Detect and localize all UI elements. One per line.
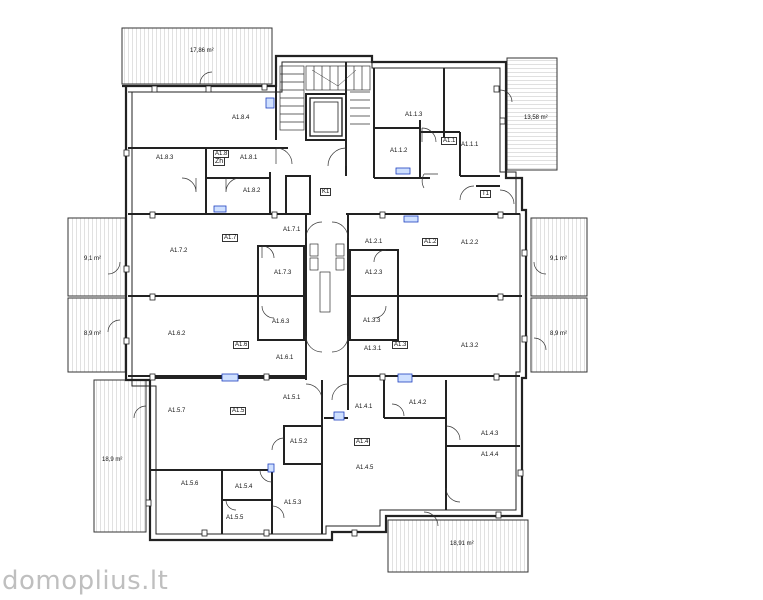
staircase: [279, 65, 371, 131]
room-label-a111: A1.1.1: [461, 142, 479, 148]
balcony-area-bottom: 18,91 m²: [450, 541, 474, 547]
room-label-a133: A1.3.3: [363, 318, 381, 324]
room-label-a153: A1.5.3: [284, 500, 302, 506]
room-label-a15-box: A1.5: [230, 407, 247, 415]
room-label-a112: A1.1.2: [390, 148, 408, 154]
room-label-a155: A1.5.5: [226, 515, 244, 521]
room-label-a152: A1.5.2: [290, 439, 308, 445]
balcony-left-upper: [67, 217, 127, 297]
room-label-a184: A1.8.4: [232, 115, 250, 121]
balcony-top-left: [121, 27, 273, 85]
balcony-area-top-right: 13,58 m²: [524, 115, 548, 121]
room-label-a123: A1.2.3: [365, 270, 383, 276]
balcony-area-top-left: 17,86 m²: [190, 48, 214, 54]
room-label-a122: A1.2.2: [461, 240, 479, 246]
balconies: [67, 27, 588, 573]
room-label-a163: A1.6.3: [272, 319, 290, 325]
utility-markers: [213, 97, 419, 473]
room-label-a173: A1.7.3: [274, 270, 292, 276]
outer-walls: [122, 54, 528, 542]
room-label-k1: K1: [320, 188, 332, 196]
room-label-a113: A1.1.3: [405, 112, 423, 118]
service-shafts: [309, 243, 345, 313]
room-label-a131: A1.3.1: [364, 346, 382, 352]
room-label-a144: A1.4.4: [481, 452, 499, 458]
room-label-a171: A1.7.1: [283, 227, 301, 233]
balcony-right-upper: [530, 217, 588, 297]
room-label-a172: A1.7.2: [170, 248, 188, 254]
room-label-a143: A1.4.3: [481, 431, 499, 437]
column-marks: [123, 83, 528, 537]
balcony-area-left-upper: 9,1 m²: [84, 256, 102, 262]
room-label-a162: A1.6.2: [168, 331, 186, 337]
balcony-bottom: [387, 519, 529, 573]
balcony-top-right: [506, 57, 558, 171]
door-swings: [107, 71, 547, 527]
room-label-a14-box: A1.4: [354, 438, 371, 446]
balcony-left-lower: [67, 297, 127, 373]
room-label-a11-box: A1.1: [441, 137, 458, 145]
room-label-a145: A1.4.5: [356, 465, 374, 471]
room-label-t1: T1: [480, 190, 492, 198]
room-label-a154: A1.5.4: [235, 484, 253, 490]
room-label-a132: A1.3.2: [461, 343, 479, 349]
room-label-a161: A1.6.1: [276, 355, 294, 361]
room-label-a16-box: A1.6: [233, 341, 250, 349]
room-label-a121: A1.2.1: [365, 239, 383, 245]
room-label-a141: A1.4.1: [355, 404, 373, 410]
elevator-shaft: [309, 97, 343, 137]
room-label-a151: A1.5.1: [283, 395, 301, 401]
room-label-a13-box: A1.3: [392, 341, 409, 349]
balcony-area-right-lower: 8,9 m²: [550, 331, 568, 337]
room-label-a182: A1.8.2: [243, 188, 261, 194]
balcony-area-right-upper: 9,1 m²: [550, 256, 568, 262]
room-label-a181: A1.8.1: [240, 155, 258, 161]
room-label-a157: A1.5.7: [168, 408, 186, 414]
room-label-a156: A1.5.6: [181, 481, 199, 487]
room-label-a17-box: A1.7: [222, 234, 239, 242]
room-label-a12-box: A1.2: [422, 238, 439, 246]
room-label-zh: Zh: [213, 157, 226, 166]
balcony-right-lower: [530, 297, 588, 373]
balcony-left-bottom: [93, 379, 147, 533]
watermark: domoplius.lt: [2, 566, 169, 596]
balcony-area-left-lower: 8,9 m²: [84, 331, 102, 337]
room-label-a183: A1.8.3: [156, 155, 174, 161]
room-label-a142: A1.4.2: [409, 400, 427, 406]
balcony-area-left-bottom: 18,9 m²: [102, 457, 123, 463]
